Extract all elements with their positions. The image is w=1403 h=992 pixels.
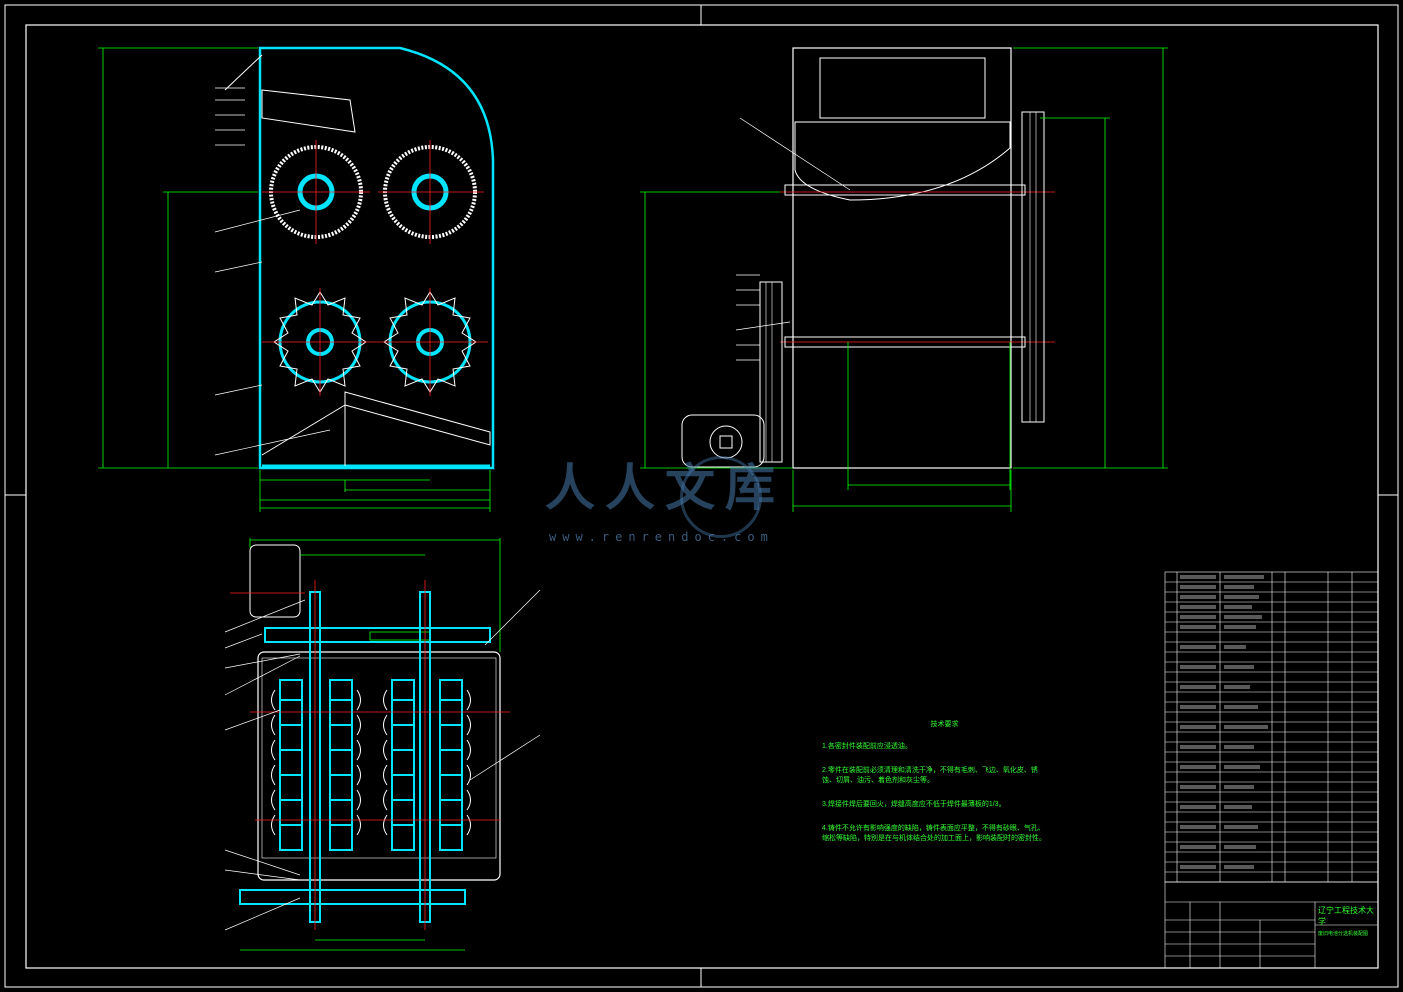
lower-roller-left (262, 288, 378, 396)
lower-roller-right (378, 288, 488, 396)
motor-side (681, 414, 765, 468)
title-university: 辽宁工程技术大学 (1318, 906, 1374, 926)
upper-roller-right (378, 140, 484, 244)
title-block (1164, 881, 1379, 969)
technical-note-1: 1.各密封件装配前应浸透油。 (822, 743, 912, 750)
sheet-frame (4, 4, 1399, 988)
parts-list (1164, 571, 1379, 883)
roller-teeth (279, 679, 463, 851)
title-drawing-name: 废旧电池分选机装配图 (1318, 931, 1369, 937)
plan-view (224, 538, 541, 951)
side-view (640, 47, 1168, 512)
technical-notes: 技术要求 1.各密封件装配前应浸透油。 2.零件在装配前必须清理和清洗干净，不得… (822, 720, 1047, 858)
parts-list-fill (1180, 575, 1268, 869)
technical-notes-title: 技术要求 (930, 721, 959, 728)
technical-note-2: 2.零件在装配前必须清理和清洗干净，不得有毛刺、飞边、氧化皮、锈蚀、切屑、油污、… (822, 767, 1038, 784)
motor-plan (249, 544, 301, 618)
technical-note-3: 3.焊接件焊后要回火，焊缝高度应不低于焊件最薄板的1/3。 (822, 801, 1006, 808)
front-view (98, 46, 495, 512)
upper-roller-left (262, 140, 370, 244)
front-housing (258, 46, 495, 470)
technical-note-4: 4.铸件不允许有影响强度的缺陷，铸件表面应平整，不得有砂眼、气孔、缩松等缺陷，特… (822, 825, 1046, 842)
